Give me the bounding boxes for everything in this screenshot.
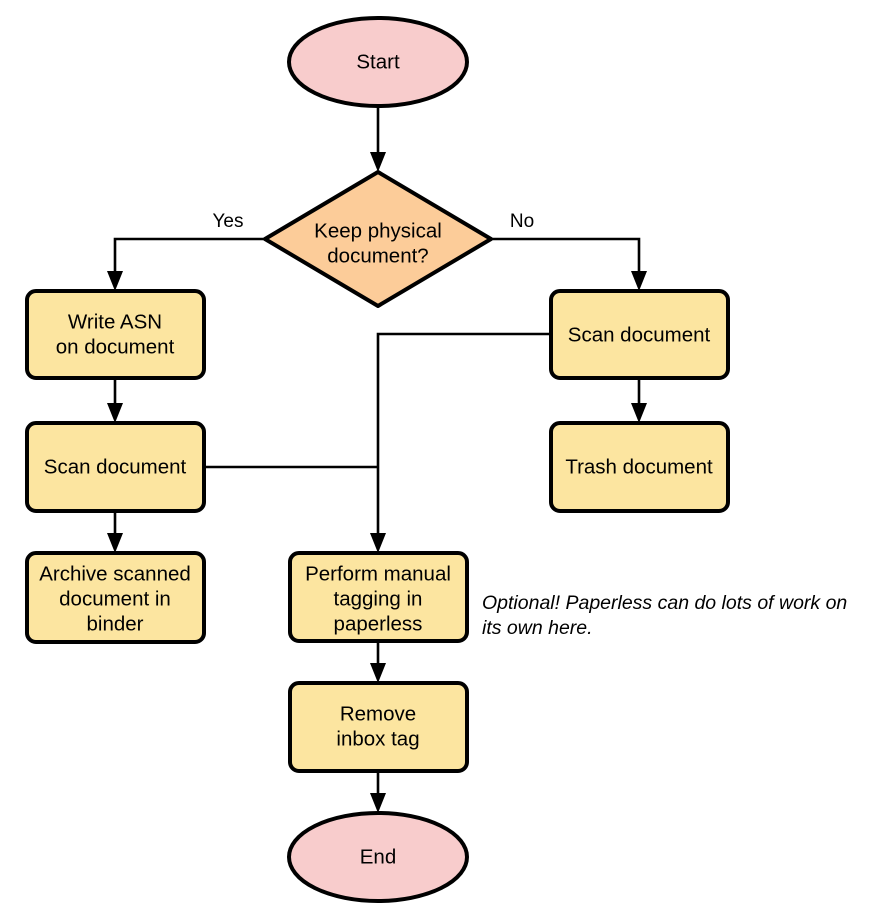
edge-label-yes: Yes — [213, 211, 244, 232]
start-ellipse-shape — [287, 16, 469, 108]
remove-inbox-box-shape — [288, 681, 469, 773]
scan-document-left-box-shape — [25, 421, 206, 513]
edge-label-no: No — [510, 211, 534, 232]
edge-tagging-to-remove-inbox — [370, 641, 386, 683]
decision-label-line2: document? — [327, 244, 428, 267]
node-start[interactable]: Start — [287, 16, 469, 108]
tagging-box-shape — [288, 551, 469, 643]
edge-scan-left-to-archive — [107, 511, 123, 553]
scan-document-right-box-shape — [549, 289, 730, 380]
scan-document-left-label: Scan document — [44, 455, 187, 478]
edge-write-asn-to-scan-left — [107, 378, 123, 423]
remove-inbox-label-line2: inbox tag — [336, 727, 419, 750]
archive-label-line1: Archive scanned — [39, 562, 191, 585]
tagging-label-line3: paperless — [334, 612, 423, 635]
tagging-label-line1: Perform manual — [305, 562, 451, 585]
end-ellipse-shape — [287, 811, 469, 903]
node-end[interactable]: End — [287, 811, 469, 903]
trash-document-box-shape — [549, 421, 730, 513]
node-decision-keep-physical-document[interactable]: Keep physical document? — [263, 170, 493, 308]
node-remove-inbox-tag[interactable]: Remove inbox tag — [288, 681, 469, 773]
decision-diamond-shape — [263, 170, 493, 308]
end-label: End — [360, 845, 396, 868]
archive-label-line3: binder — [87, 612, 144, 635]
node-scan-document-right[interactable]: Scan document — [549, 289, 730, 380]
annotation-optional-note: Optional! Paperless can do lots of work … — [482, 592, 847, 639]
write-asn-box-shape — [25, 289, 206, 380]
tagging-label-line2: tagging in — [334, 587, 423, 610]
write-asn-label-line1: Write ASN — [68, 310, 162, 333]
node-trash-document[interactable]: Trash document — [549, 421, 730, 513]
remove-inbox-label-line1: Remove — [340, 702, 416, 725]
edge-decision-yes-to-write-asn — [107, 237, 265, 291]
annotation-line1: Optional! Paperless can do lots of work … — [482, 592, 847, 614]
node-write-asn-on-document[interactable]: Write ASN on document — [25, 289, 206, 380]
node-archive-scanned-document[interactable]: Archive scanned document in binder — [25, 551, 206, 644]
archive-label-line2: document in — [59, 587, 171, 610]
edge-scan-right-to-tagging — [370, 332, 552, 553]
write-asn-label-line2: on document — [56, 335, 175, 358]
edge-start-to-decision — [370, 104, 386, 172]
edge-remove-inbox-to-end — [370, 771, 386, 813]
start-label: Start — [356, 50, 400, 73]
edge-decision-no-to-scan-right — [491, 237, 647, 291]
trash-document-label: Trash document — [565, 455, 713, 478]
scan-document-right-label: Scan document — [568, 323, 711, 346]
archive-box-shape — [25, 551, 206, 644]
node-scan-document-left[interactable]: Scan document — [25, 421, 206, 513]
node-perform-manual-tagging[interactable]: Perform manual tagging in paperless — [288, 551, 469, 643]
edge-scan-right-to-trash — [631, 378, 647, 423]
annotation-line2: its own here. — [482, 617, 593, 639]
decision-label-line1: Keep physical — [314, 219, 442, 242]
